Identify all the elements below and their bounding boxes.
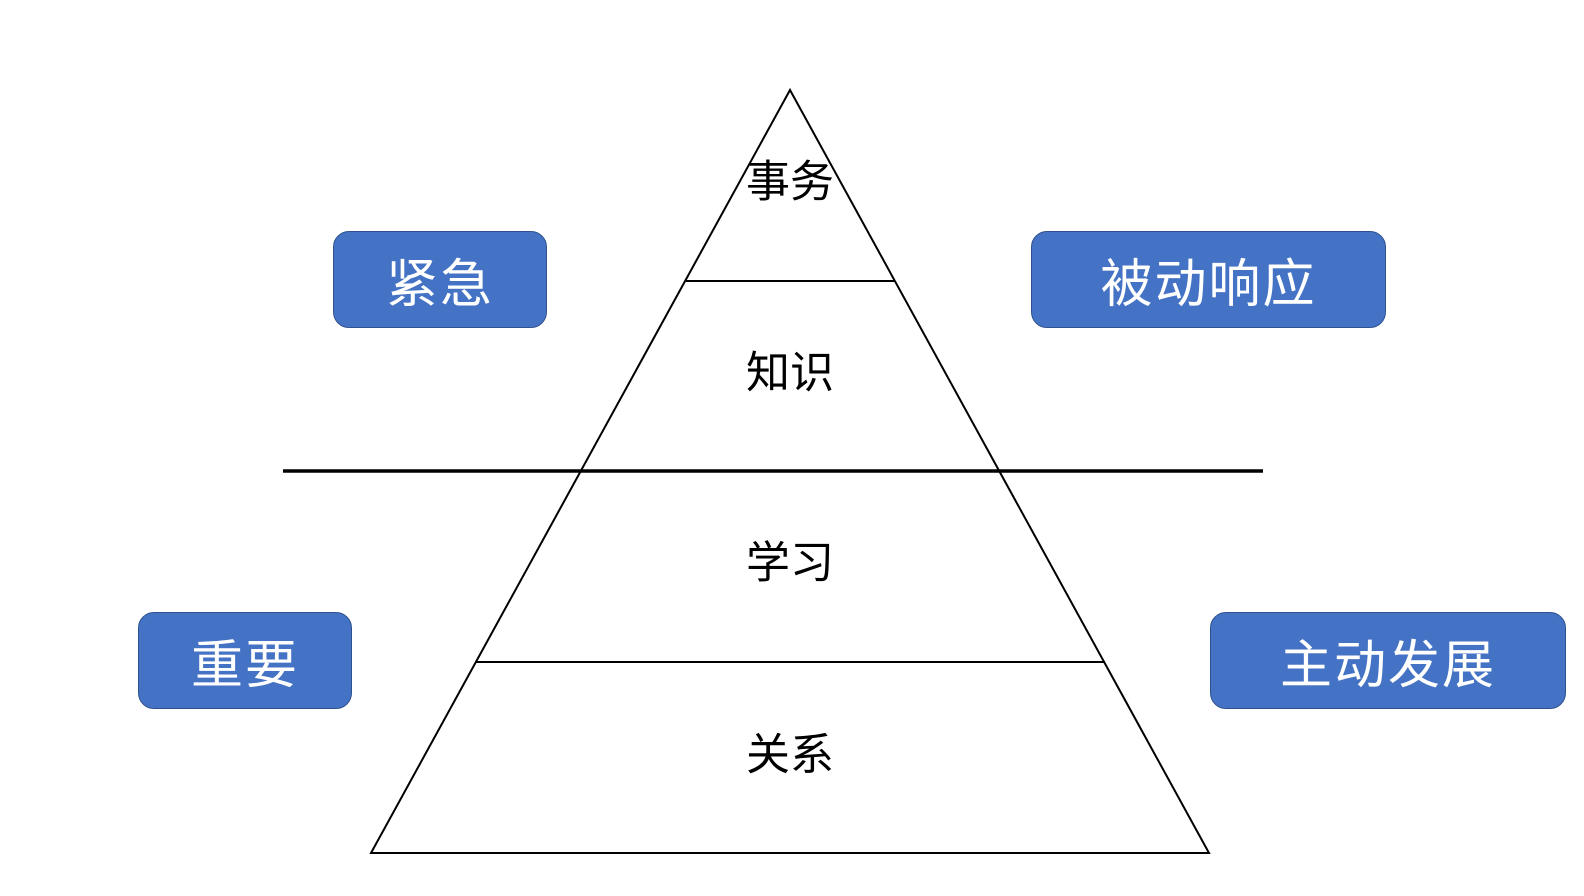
tier-label-affairs: 事务 — [746, 157, 834, 208]
proactive-tag-label: 主动发展 — [1279, 636, 1496, 696]
urgent-tag-label: 紧急 — [385, 255, 494, 315]
reactive-tag-label: 被动响应 — [1100, 255, 1317, 315]
proactive-tag: 主动发展 — [1210, 612, 1566, 709]
tier-label-learning: 学习 — [746, 538, 834, 589]
important-tag-label: 重要 — [190, 636, 299, 696]
tier-label-knowledge: 知识 — [746, 348, 834, 399]
important-tag: 重要 — [138, 612, 352, 709]
tier-label-relationships: 关系 — [746, 730, 834, 781]
reactive-tag: 被动响应 — [1031, 231, 1386, 328]
urgent-tag: 紧急 — [333, 231, 547, 328]
